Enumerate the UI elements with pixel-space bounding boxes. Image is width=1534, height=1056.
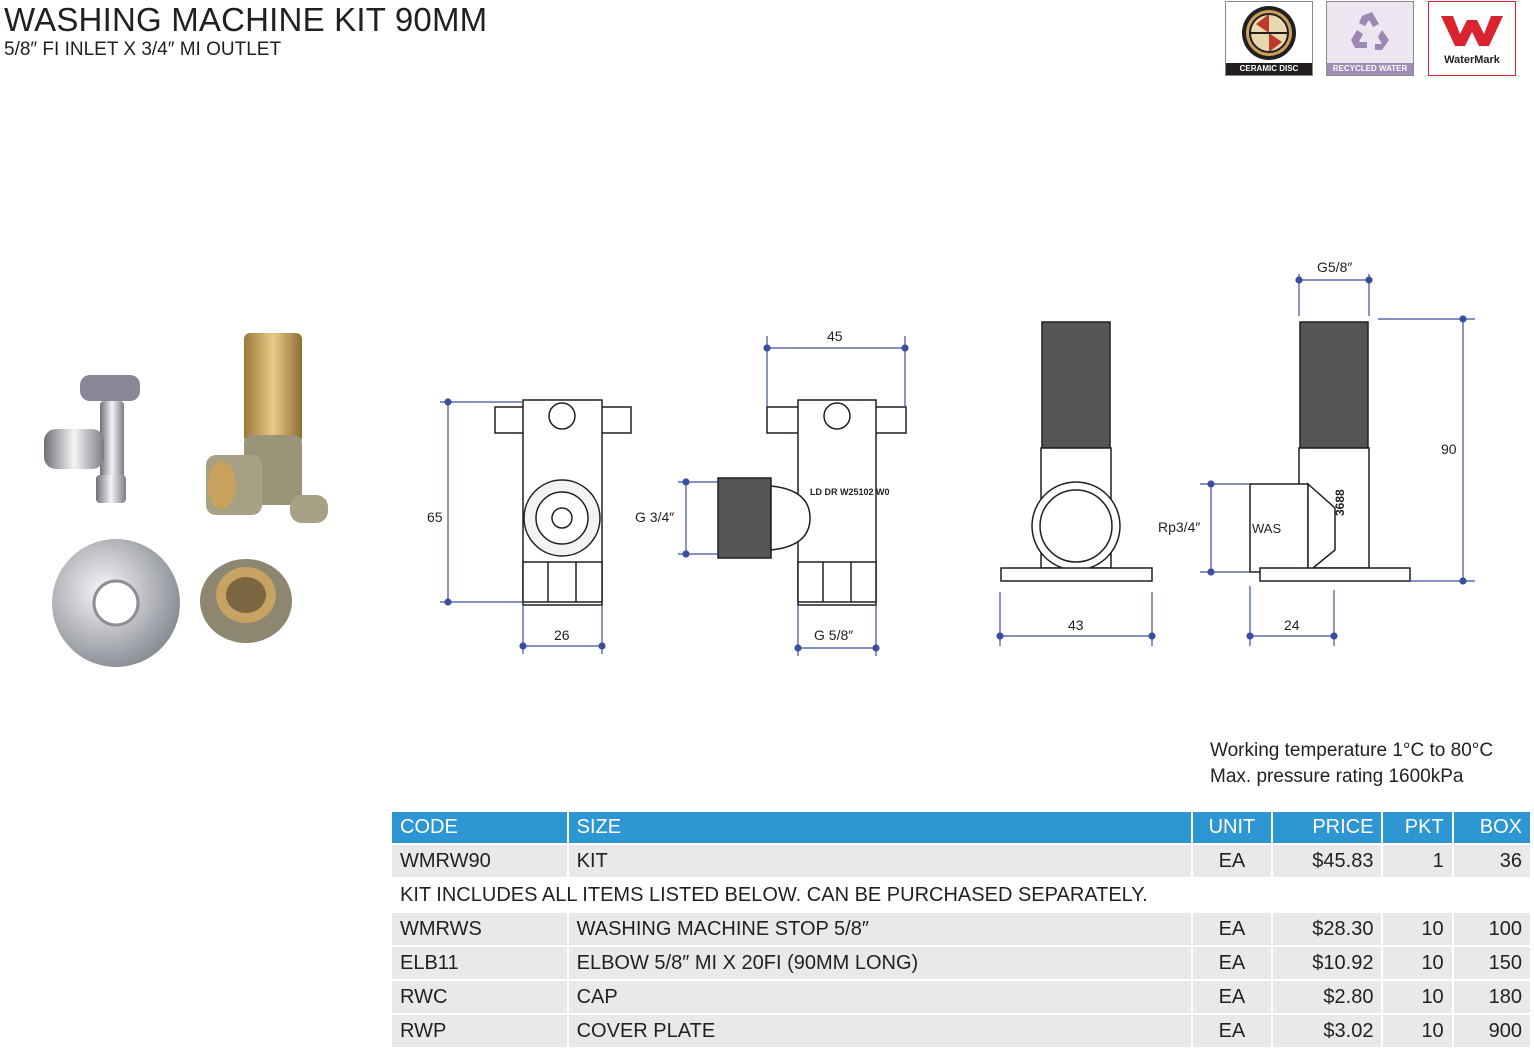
recycled-water-label: RECYCLED WATER <box>1327 63 1413 75</box>
tap-marking: LD DR W25102 W0 <box>810 487 890 497</box>
table-row: RWC CAP EA $2.80 10 180 <box>392 981 1530 1013</box>
elbow-photo <box>206 333 328 523</box>
kit-note-row: KIT INCLUDES ALL ITEMS LISTED BELOW. CAN… <box>392 879 1530 911</box>
dim-24: 24 <box>1284 617 1300 633</box>
header-size: SIZE <box>568 812 1193 843</box>
dim-g58: G 5/8″ <box>814 627 853 643</box>
cell-pkt: 10 <box>1383 913 1454 945</box>
dim-g58-elbow: G5/8″ <box>1317 259 1352 275</box>
cell-box: 900 <box>1453 1015 1530 1047</box>
cell-code: RWC <box>392 981 569 1013</box>
table-row: RWP COVER PLATE EA $3.02 10 900 <box>392 1015 1530 1047</box>
cell-size: WASHING MACHINE STOP 5/8″ <box>568 913 1193 945</box>
ceramic-disc-label: CERAMIC DISC <box>1226 63 1312 75</box>
dim-43: 43 <box>1068 617 1084 633</box>
page-title: WASHING MACHINE KIT 90MM <box>4 1 488 38</box>
dim-65: 65 <box>427 509 443 525</box>
page-subtitle: 5/8″ FI INLET X 3/4″ MI OUTLET <box>4 39 282 60</box>
dim-45: 45 <box>827 328 843 344</box>
tap-front-drawing <box>494 399 632 606</box>
cell-unit: EA <box>1192 1015 1274 1047</box>
stop-tap-photo <box>44 375 140 503</box>
dim-90: 90 <box>1441 441 1457 457</box>
cell-price: $28.30 <box>1273 913 1384 945</box>
header-unit: UNIT <box>1192 812 1274 843</box>
watermark-logo <box>1441 16 1503 46</box>
cell-code: WMRW90 <box>392 845 569 877</box>
watermark-badge: WaterMark <box>1428 1 1516 76</box>
cell-price: $3.02 <box>1273 1015 1384 1047</box>
recycle-icon <box>1351 12 1389 50</box>
recycled-water-badge: RECYCLED WATER <box>1326 1 1414 76</box>
table-row: WMRWS WASHING MACHINE STOP 5/8″ EA $28.3… <box>392 913 1530 945</box>
cell-pkt: 10 <box>1383 981 1454 1013</box>
cell-price: $45.83 <box>1273 845 1384 877</box>
cap-photo <box>200 559 292 643</box>
elbow-side-drawing <box>1249 321 1411 582</box>
table-row: WMRW90 KIT EA $45.83 1 36 <box>392 845 1530 877</box>
header-pkt: PKT <box>1383 812 1454 843</box>
elbow-front-drawing <box>1000 321 1153 582</box>
header-price: PRICE <box>1273 812 1384 843</box>
dim-g34: G 3/4″ <box>635 509 674 525</box>
product-table: CODE SIZE UNIT PRICE PKT BOX WMRW90 KIT … <box>392 810 1530 1049</box>
working-temperature: Working temperature 1°C to 80°C <box>1210 740 1494 761</box>
elbow-3688-mark: 3688 <box>1333 489 1347 516</box>
cell-size: CAP <box>568 981 1193 1013</box>
ceramic-disc-icon <box>1242 6 1296 60</box>
cover-plate-photo <box>52 539 180 667</box>
product-photos <box>44 333 328 667</box>
table-row: ELB11 ELBOW 5/8″ MI X 20FI (90MM LONG) E… <box>392 947 1530 979</box>
header-code: CODE <box>392 812 569 843</box>
cell-unit: EA <box>1192 981 1274 1013</box>
cell-box: 36 <box>1453 845 1530 877</box>
cell-unit: EA <box>1192 913 1274 945</box>
cell-price: $10.92 <box>1273 947 1384 979</box>
specs: Working temperature 1°C to 80°C Max. pre… <box>1210 738 1493 790</box>
cell-unit: EA <box>1192 947 1274 979</box>
cell-box: 180 <box>1453 981 1530 1013</box>
elbow-was-mark: WAS <box>1252 521 1281 536</box>
cell-size: ELBOW 5/8″ MI X 20FI (90MM LONG) <box>568 947 1193 979</box>
cell-price: $2.80 <box>1273 981 1384 1013</box>
cell-box: 100 <box>1453 913 1530 945</box>
cell-code: WMRWS <box>392 913 569 945</box>
cell-pkt: 10 <box>1383 1015 1454 1047</box>
watermark-label: WaterMark <box>1444 54 1500 66</box>
max-pressure: Max. pressure rating 1600kPa <box>1210 766 1464 787</box>
cell-size: KIT <box>568 845 1193 877</box>
cell-code: ELB11 <box>392 947 569 979</box>
dim-26: 26 <box>554 627 570 643</box>
kit-note: KIT INCLUDES ALL ITEMS LISTED BELOW. CAN… <box>392 879 1530 911</box>
technical-drawings: 65 26 45 G 3/4″ G 5/8″ LD DR W25102 W0 4… <box>427 259 1475 656</box>
cell-pkt: 1 <box>1383 845 1454 877</box>
table-header-row: CODE SIZE UNIT PRICE PKT BOX <box>392 812 1530 843</box>
cell-pkt: 10 <box>1383 947 1454 979</box>
cell-code: RWP <box>392 1015 569 1047</box>
ceramic-disc-badge: CERAMIC DISC <box>1225 1 1313 76</box>
cell-size: COVER PLATE <box>568 1015 1193 1047</box>
tap-side-drawing <box>717 399 907 606</box>
cell-box: 150 <box>1453 947 1530 979</box>
header-box: BOX <box>1453 812 1530 843</box>
dim-rp34: Rp3/4″ <box>1158 519 1200 535</box>
cell-unit: EA <box>1192 845 1274 877</box>
